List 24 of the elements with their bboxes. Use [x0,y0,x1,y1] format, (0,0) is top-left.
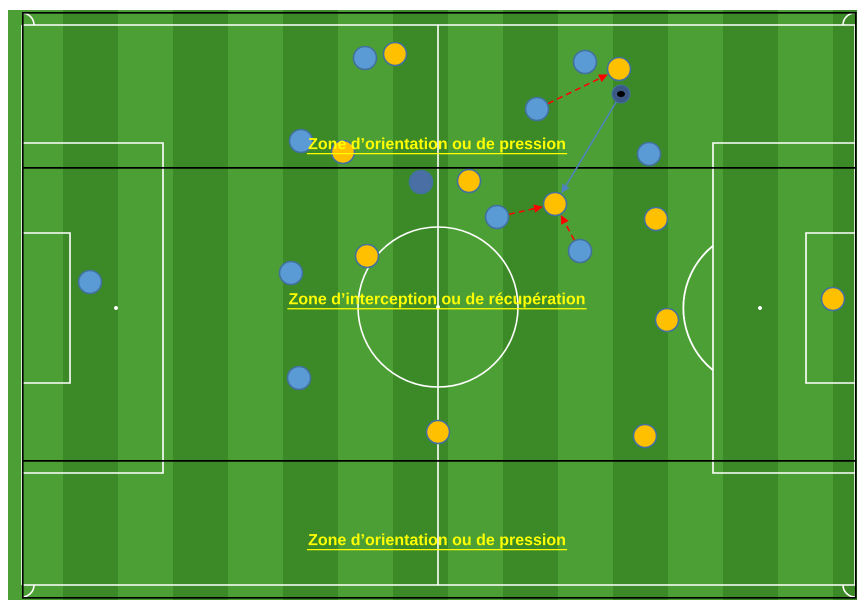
player-marker [568,238,592,264]
player-marker [644,206,668,232]
player-marker [456,168,482,194]
player-marker [286,366,312,390]
zone-band [22,12,857,169]
player-marker [654,308,680,332]
player-marker [542,192,568,216]
player-marker [352,46,378,70]
player-marker [606,56,632,82]
player-marker [408,170,434,194]
player-marker [820,286,846,312]
player-marker [572,50,598,74]
player-marker [426,420,450,444]
zone-band [22,460,857,599]
player-marker [78,270,102,294]
player-marker [524,96,550,122]
player-marker [636,142,662,166]
player-marker [632,424,658,448]
player-marker [484,204,510,230]
zone-band [22,167,857,462]
ball-marker [612,84,630,104]
player-marker [278,260,304,286]
player-marker [382,42,408,66]
player-marker [354,244,380,268]
